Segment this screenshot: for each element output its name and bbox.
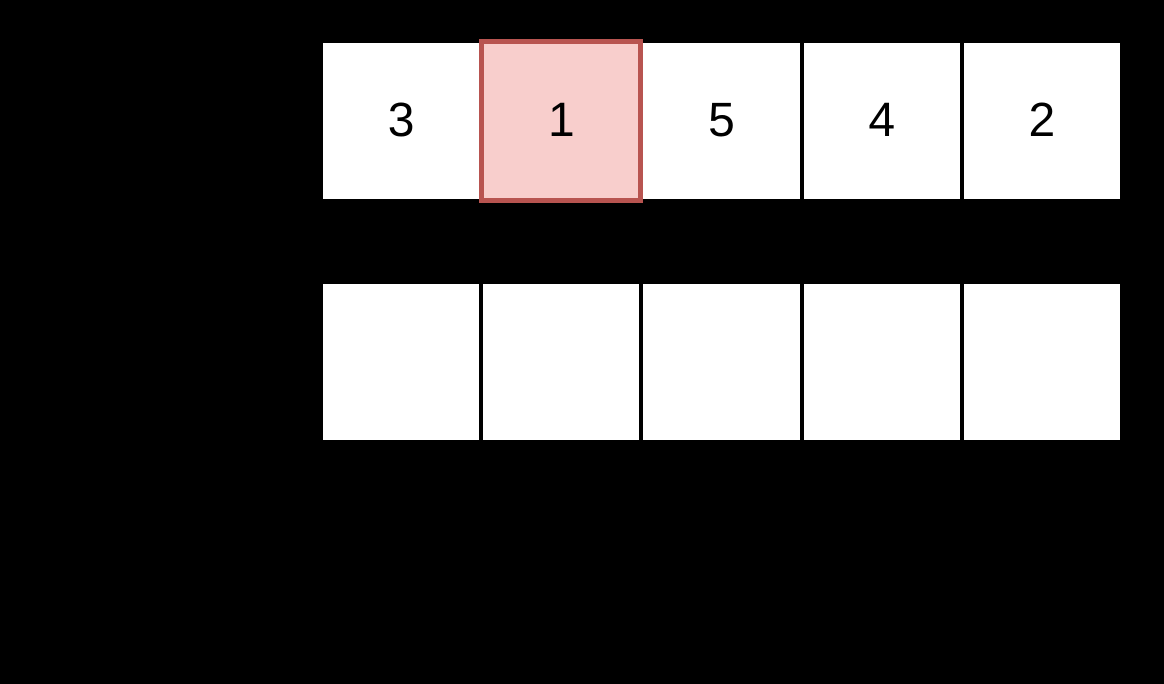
- array-cell: 5: [643, 43, 800, 199]
- empty-array-cell: [643, 284, 800, 440]
- array-cell: 3: [323, 43, 480, 199]
- empty-array-cell: [803, 284, 960, 440]
- empty-array-cell: [483, 284, 640, 440]
- array-cell-highlighted: 1: [479, 39, 644, 203]
- empty-array-cell: [323, 284, 480, 440]
- array-cell: 4: [803, 43, 960, 199]
- source-array-row: 3 1 5 4 2: [323, 39, 1120, 203]
- result-array-row: [323, 284, 1120, 440]
- empty-array-cell: [963, 284, 1120, 440]
- array-cell: 2: [963, 43, 1120, 199]
